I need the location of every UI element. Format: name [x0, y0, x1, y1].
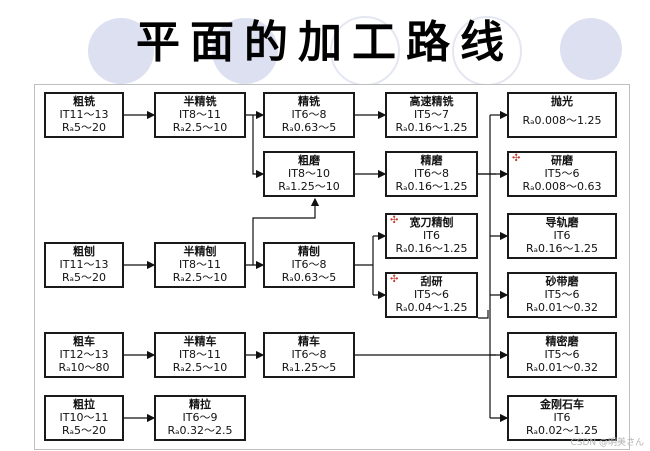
node-ra: Rₐ5～20	[62, 271, 106, 284]
node-semi-turn: 半精车 IT8～11 Rₐ2.5～10	[154, 332, 246, 378]
red-mark-icon: ✣	[390, 274, 399, 285]
arrow-scrape-to-finishing	[478, 310, 489, 319]
node-ra: Rₐ0.16～1.25	[395, 180, 468, 193]
node-name: 粗刨	[73, 245, 95, 258]
node-it: IT6	[423, 229, 440, 242]
node-name: 砂带磨	[545, 275, 579, 288]
node-it: IT6～8	[291, 348, 327, 361]
red-mark-icon: ✣	[390, 215, 399, 226]
page-title: 平面的加工路线	[136, 17, 514, 68]
node-fine-mill: 精铣 IT6～8 Rₐ0.63～5	[263, 92, 355, 138]
node-ra: Rₐ0.32～2.5	[167, 424, 233, 437]
node-hs-fine-mill: 高速精铣 IT5～7 Rₐ0.16～1.25	[385, 92, 478, 138]
node-name: 粗拉	[73, 398, 95, 411]
node-it: IT8～10	[288, 167, 330, 180]
node-ra: Rₐ0.63～5	[281, 121, 337, 134]
node-wide-blade-plane: ✣ 宽刀精刨 IT6 Rₐ0.16～1.25	[385, 213, 478, 259]
node-fine-grind: 精磨 IT6～8 Rₐ0.16～1.25	[385, 151, 478, 197]
node-name: 高速精铣	[409, 95, 454, 108]
node-name: 精拉	[189, 398, 211, 411]
node-ra: Rₐ2.5～10	[172, 271, 228, 284]
node-semi-plane: 半精刨 IT8～11 Rₐ2.5～10	[154, 242, 246, 288]
node-name: 精铣	[298, 95, 320, 108]
node-name: 半精车	[183, 335, 217, 348]
node-precision-grind: 精密磨 IT5～6 Rₐ0.01～0.32	[507, 332, 617, 378]
node-diamond-turn: 金刚石车 IT6 Rₐ0.02～1.25	[507, 395, 617, 441]
node-polish: 抛光 Rₐ0.008～1.25	[507, 92, 617, 138]
node-it: IT6～8	[414, 167, 449, 180]
node-name: 半精铣	[183, 95, 217, 108]
node-it: IT6～8	[291, 108, 327, 121]
node-ra: Rₐ2.5～10	[172, 361, 228, 374]
node-it: IT6～8	[291, 258, 327, 271]
node-ra: Rₐ0.16～1.25	[395, 121, 468, 134]
node-it: IT11～13	[59, 108, 109, 121]
node-rough-mill: 粗铣 IT11～13 Rₐ5～20	[44, 92, 124, 138]
node-name: 研磨	[551, 154, 573, 167]
node-it: IT8～11	[179, 348, 221, 361]
node-it: IT5～6	[544, 348, 580, 361]
node-it: IT10～11	[59, 411, 109, 424]
red-mark-icon: ✣	[512, 153, 521, 164]
node-scrape: ✣ 刮研 IT5～6 Rₐ0.04～1.25	[385, 272, 478, 318]
node-ra: Rₐ0.16～1.25	[526, 242, 598, 255]
node-rough-turn: 粗车 IT12～13 Rₐ10～80	[44, 332, 124, 378]
node-fine-broach: 精拉 IT6～9 Rₐ0.32～2.5	[154, 395, 246, 441]
node-it: IT12～13	[59, 348, 109, 361]
node-ra: Rₐ0.008～0.63	[522, 180, 602, 193]
node-guide-grind: 导轨磨 IT6 Rₐ0.16～1.25	[507, 213, 617, 259]
node-ra: Rₐ0.16～1.25	[395, 242, 468, 255]
node-ra: Rₐ0.008～1.25	[522, 114, 602, 127]
node-rough-broach: 粗拉 IT10～11 Rₐ5～20	[44, 395, 124, 441]
arrow-semi-mill-to-rough-grind	[252, 115, 265, 179]
node-it: IT8～11	[179, 258, 221, 271]
decor-circle	[88, 18, 154, 84]
node-ra: Rₐ2.5～10	[172, 121, 228, 134]
node-name: 粗车	[73, 335, 95, 348]
node-name: 精车	[298, 335, 320, 348]
node-name: 精刨	[298, 245, 320, 258]
node-it: IT6	[553, 411, 571, 424]
node-rough-grind: 粗磨 IT8～10 Rₐ1.25～10	[263, 151, 355, 197]
node-ra: Rₐ10～80	[58, 361, 110, 374]
node-name: 导轨磨	[545, 216, 579, 229]
node-fine-plane: 精刨 IT6～8 Rₐ0.63～5	[263, 242, 355, 288]
arrow-semi-plane-to-rough-grind	[252, 197, 320, 265]
node-name: 半精刨	[183, 245, 217, 258]
node-ra: Rₐ5～20	[62, 424, 106, 437]
node-it: IT5～6	[544, 288, 580, 301]
node-it: IT5～6	[544, 167, 580, 180]
node-name: 粗铣	[73, 95, 95, 108]
node-belt-grind: 砂带磨 IT5～6 Rₐ0.01～0.32	[507, 272, 617, 318]
node-name: 金刚石车	[540, 398, 584, 411]
node-ra: Rₐ0.01～0.32	[526, 301, 598, 314]
node-it: IT5～6	[414, 288, 449, 301]
node-ra: Rₐ0.02～1.25	[526, 424, 598, 437]
node-ra: Rₐ0.04～1.25	[395, 301, 468, 314]
node-ra: Rₐ0.63～5	[281, 271, 337, 284]
node-ra: Rₐ5～20	[62, 121, 106, 134]
decor-circle	[560, 18, 622, 80]
node-it: IT8～11	[179, 108, 221, 121]
node-name: 宽刀精刨	[409, 216, 454, 229]
node-rough-plane: 粗刨 IT11～13 Rₐ5～20	[44, 242, 124, 288]
node-ra: Rₐ1.25～5	[281, 361, 337, 374]
node-name: 精密磨	[545, 335, 579, 348]
node-name: 刮研	[420, 275, 443, 288]
node-it: IT5～7	[414, 108, 449, 121]
node-name: 粗磨	[298, 154, 320, 167]
node-lap: ✣ 研磨 IT5～6 Rₐ0.008～0.63	[507, 151, 617, 197]
decor-circle	[212, 18, 278, 84]
node-ra: Rₐ0.01～0.32	[526, 361, 598, 374]
node-ra: Rₐ1.25～10	[278, 180, 340, 193]
node-it: IT6	[553, 229, 571, 242]
node-fine-turn: 精车 IT6～8 Rₐ1.25～5	[263, 332, 355, 378]
watermark: CSDN @明美さん	[570, 438, 644, 448]
node-it: IT6～9	[182, 411, 218, 424]
node-semi-mill: 半精铣 IT8～11 Rₐ2.5～10	[154, 92, 246, 138]
node-name: 精磨	[420, 154, 443, 167]
node-name: 抛光	[551, 95, 573, 108]
node-it: IT11～13	[59, 258, 109, 271]
